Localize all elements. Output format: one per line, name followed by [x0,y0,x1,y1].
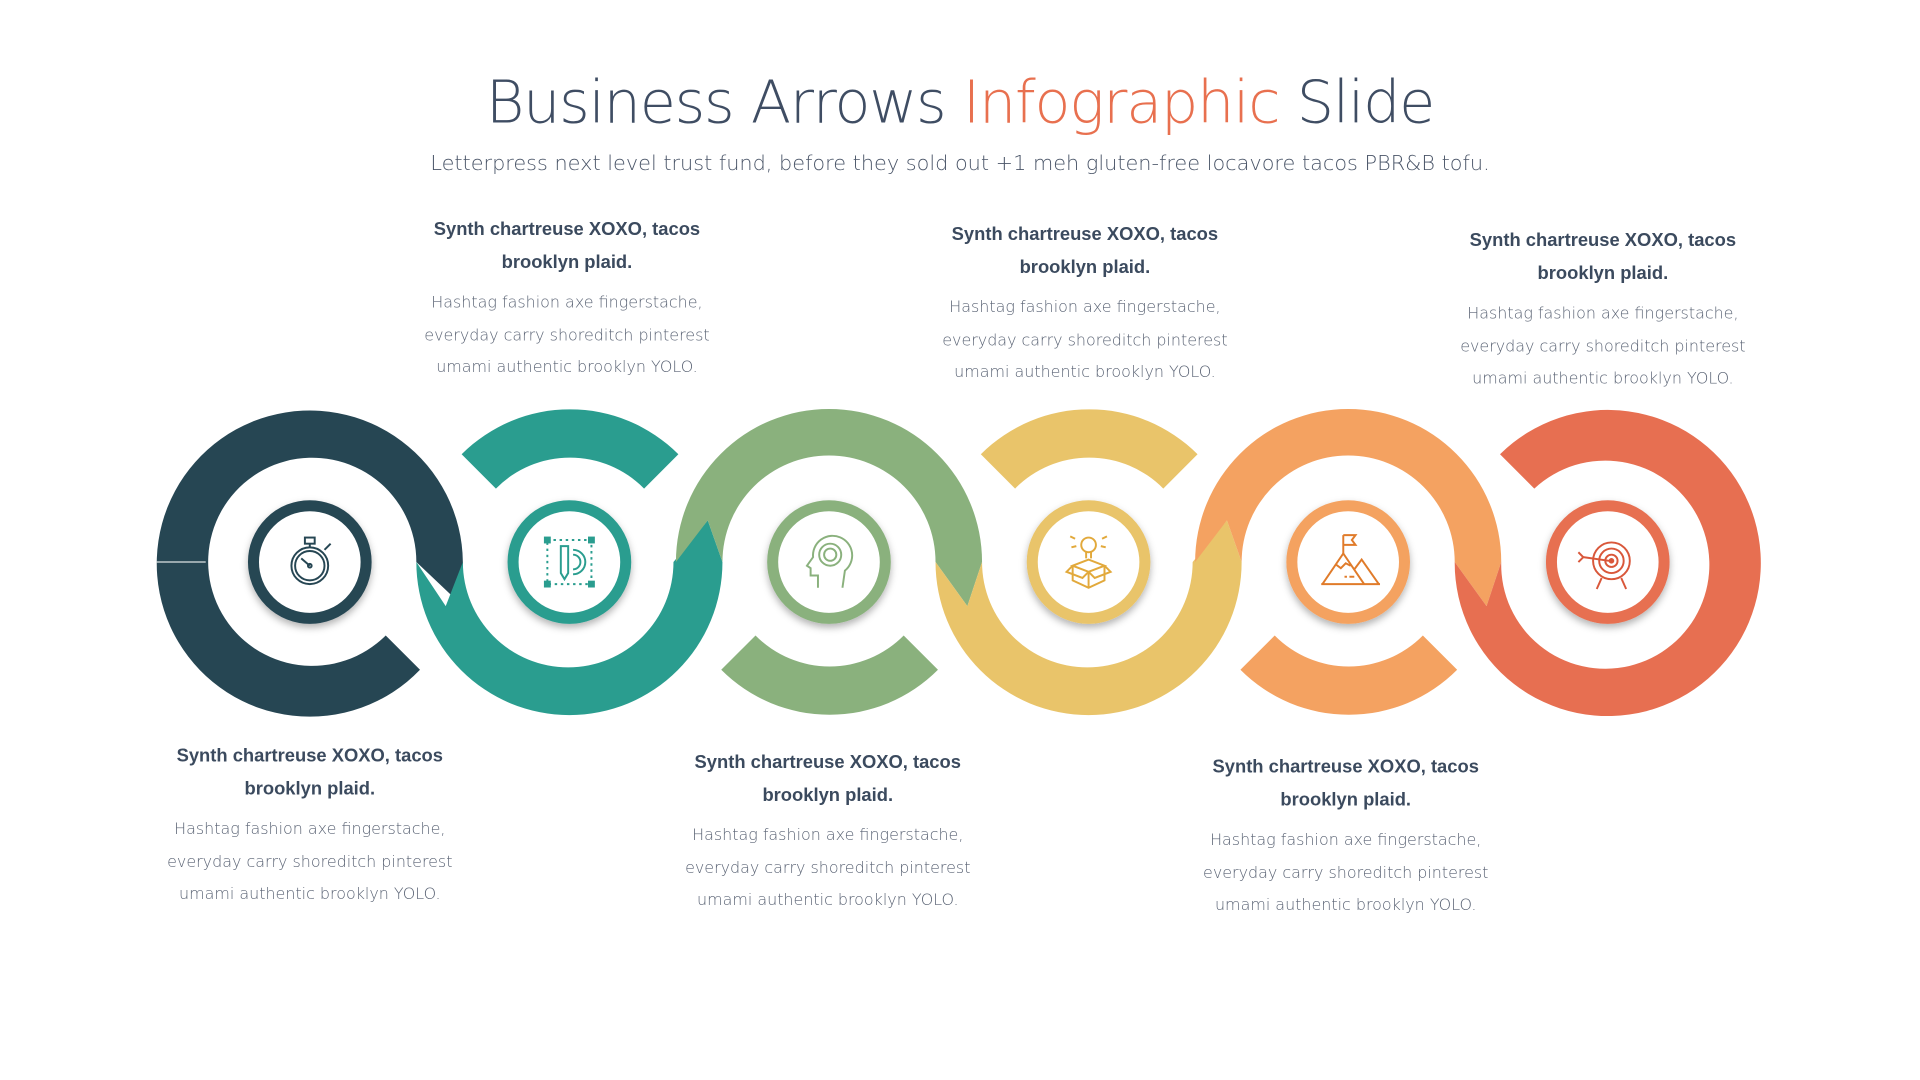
step-2-body: Hashtag fashion axe fingerstache,everyda… [424,293,710,378]
icon-circle-3 [767,500,891,624]
title-accent-text: Infographic [962,68,1281,138]
idea-box-icon [1064,535,1113,589]
slide-subtitle: Letterpress next level trust fund, befor… [430,151,1490,177]
step-3-body: Hashtag fashion axe fingerstache,everyda… [685,826,971,910]
stopwatch-icon [290,536,332,586]
target-arrow-icon [1577,541,1631,590]
title-text-end: Slide [1279,68,1436,138]
step-5-body: Hashtag fashion axe fingerstache,everyda… [1203,831,1489,915]
icon-circle-1 [247,500,372,624]
slide-title: Business Arrows Infographic Slide [0,69,1920,138]
ring-step-6 [1454,409,1761,717]
icon-circle-4 [1026,500,1151,624]
design-pencil-gear-icon [543,536,595,588]
ring-step-2 [416,409,723,716]
ring-step-4 [935,409,1242,716]
step-4-body: Hashtag fashion axe fingerstache,everyda… [942,298,1228,383]
title-text: Business Arrows [485,68,963,138]
head-maze-icon [805,534,854,588]
ring-step-5 [1195,408,1502,715]
icon-circle-6 [1545,500,1670,624]
mountain-flag-icon [1321,534,1381,586]
ring-step-3 [675,408,983,715]
step-6-body: Hashtag fashion axe fingerstache,everyda… [1460,304,1746,389]
ring-step-1 [156,410,463,717]
step-1-body: Hashtag fashion axe fingerstache,everyda… [167,820,453,904]
icon-circle-2 [507,500,632,624]
